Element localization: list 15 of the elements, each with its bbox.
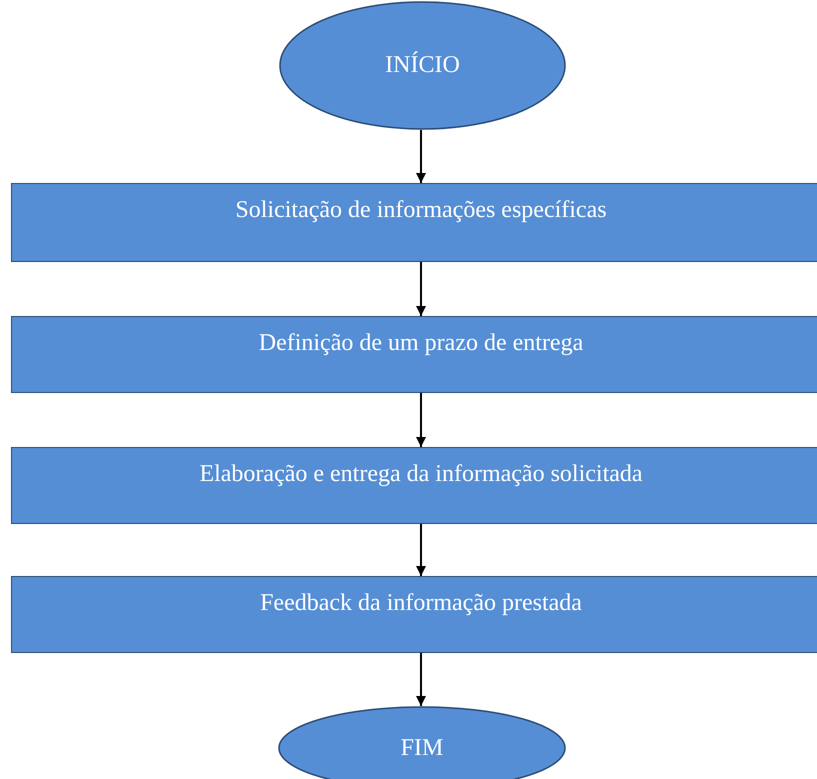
arrow bbox=[416, 393, 426, 447]
node-label: Solicitação de informações específicas bbox=[235, 196, 607, 225]
node-label: Feedback da informação prestada bbox=[260, 589, 582, 618]
process-box bbox=[11, 447, 817, 524]
arrow bbox=[416, 262, 426, 316]
node-label: INÍCIO bbox=[385, 51, 460, 80]
node-label: Elaboração e entrega da informação solicitada bbox=[199, 460, 643, 489]
node-label: Definição de um prazo de entrega bbox=[258, 329, 584, 358]
process-box bbox=[11, 316, 817, 393]
process-box bbox=[11, 183, 817, 262]
arrow bbox=[416, 130, 426, 183]
node-label: FIM bbox=[400, 734, 444, 762]
arrow bbox=[416, 653, 426, 706]
arrow bbox=[416, 524, 426, 576]
process-box bbox=[11, 576, 817, 653]
